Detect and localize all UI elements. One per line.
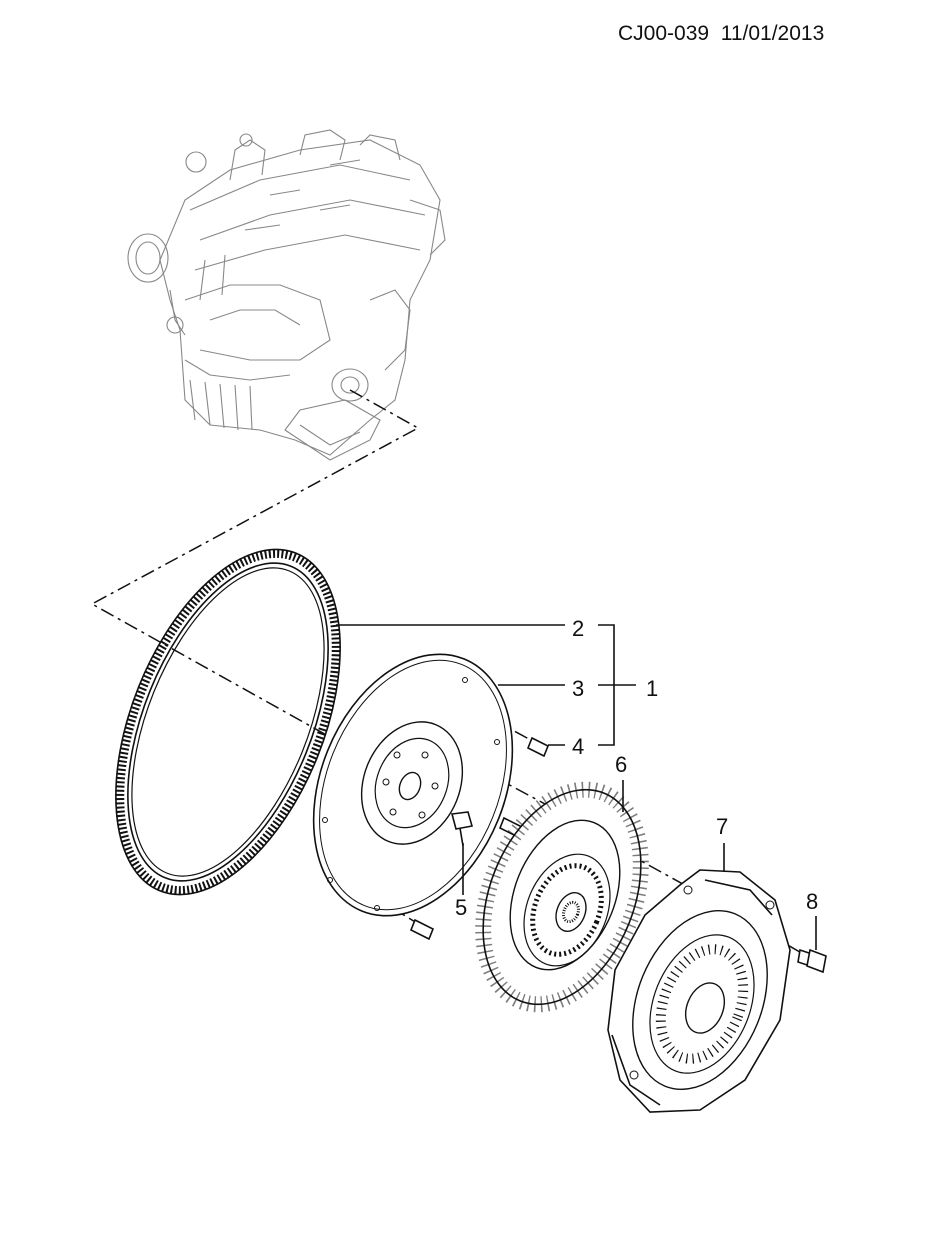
callout-2: 2 [572, 616, 584, 641]
clutch-disc [475, 781, 649, 1013]
callout-8: 8 [806, 889, 818, 914]
pressure-plate [607, 869, 791, 1113]
callout-3: 3 [572, 676, 584, 701]
diagram-date: 11/01/2013 [720, 22, 825, 45]
callout-6: 6 [615, 752, 627, 777]
callout-7: 7 [716, 814, 728, 839]
callout-4: 4 [572, 734, 584, 759]
diagram-code: CJ00-039 [618, 22, 710, 45]
diagram-header: CJ00-039 11/01/2013 [618, 22, 824, 46]
callout-1: 1 [646, 676, 658, 701]
flywheel-bolt-icon [450, 811, 474, 847]
leader-lines [336, 624, 817, 950]
engine-illustration [127, 129, 446, 461]
ring-gear [115, 548, 341, 896]
pressure-plate-bolt-icon [797, 948, 827, 974]
callout-5: 5 [455, 895, 467, 920]
callout-labels: 1 2 3 4 5 6 7 8 [455, 616, 818, 920]
